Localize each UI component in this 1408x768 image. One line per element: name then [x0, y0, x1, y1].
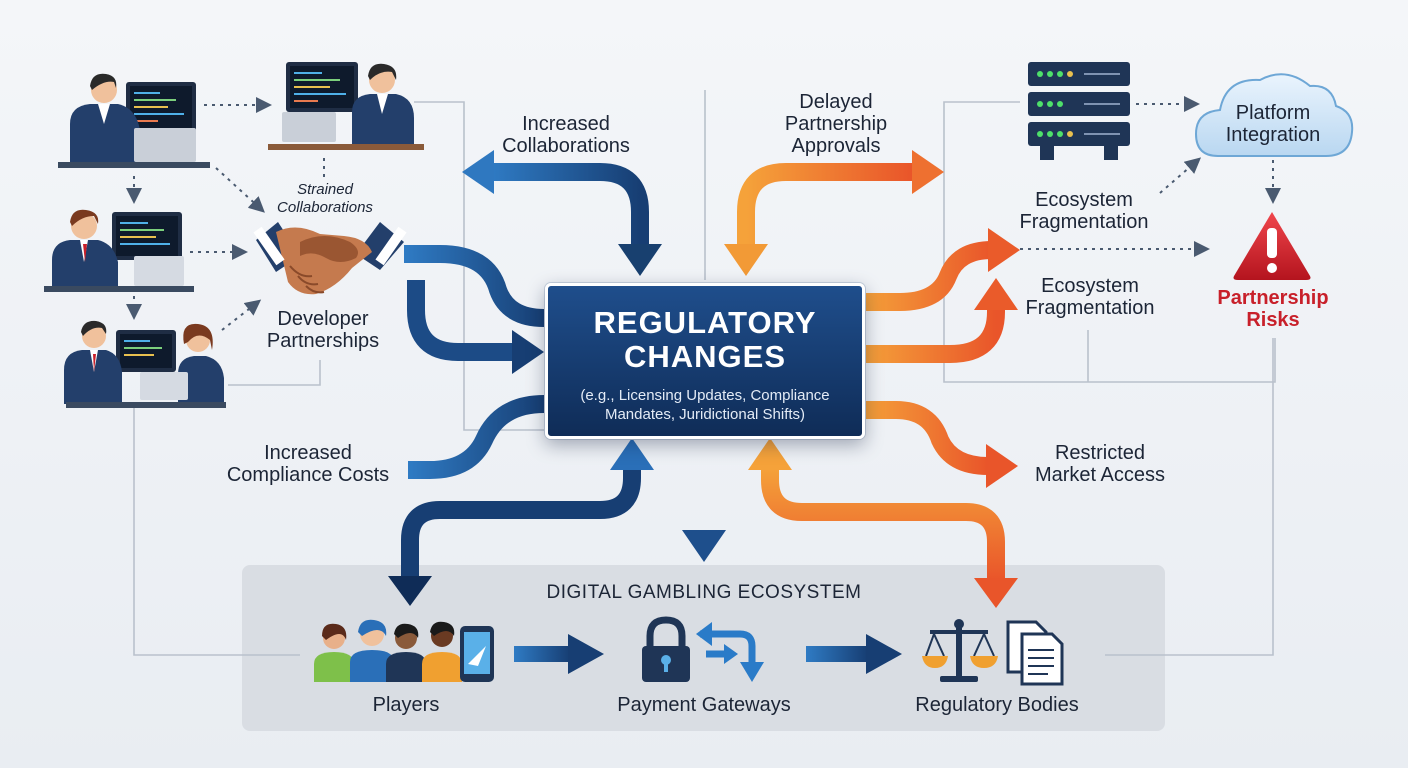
- center-subtitle-line1: (e.g., Licensing Updates, Compliance: [580, 387, 830, 404]
- flow-arrows-blue: [388, 150, 726, 606]
- people-group-icon: [314, 619, 462, 682]
- warning-triangle-icon: [1233, 212, 1311, 280]
- exchange-arrows-icon: [696, 622, 764, 682]
- flow-arrows-orange: [724, 150, 1020, 608]
- documents-icon: [1006, 620, 1064, 686]
- padlock-icon: [642, 616, 690, 682]
- label-players: Players: [372, 694, 440, 716]
- center-title-line1: REGULATORY: [593, 305, 817, 340]
- scales-icon: [922, 619, 998, 682]
- dotted-arrows-right: [1020, 96, 1281, 257]
- connector-lines: [133, 90, 1276, 656]
- flow-arrows-ecosystem: [514, 634, 902, 674]
- developer-desk-icon: [44, 209, 194, 292]
- center-subtitle-line2: Mandates, Juridictional Shifts): [604, 406, 806, 423]
- server-rack-icon: [1028, 62, 1130, 160]
- developer-desk-icon: [64, 320, 226, 408]
- center-title-line2: CHANGES: [623, 339, 786, 374]
- label-regulatory-bodies: Regulatory Bodies: [915, 694, 1079, 716]
- ecosystem-title: DIGITAL GAMBLING ECOSYSTEM: [546, 582, 862, 603]
- developer-desk-icon: [58, 73, 210, 168]
- regulatory-changes-box: REGULATORY CHANGES (e.g., Licensing Upda…: [545, 283, 865, 439]
- developer-desk-icon: [268, 62, 424, 150]
- cloud-icon: [1194, 73, 1354, 157]
- smartphone-icon: [460, 626, 494, 682]
- handshake-icon: [253, 222, 407, 295]
- label-payment-gateways: Payment Gateways: [617, 694, 791, 716]
- dotted-arrows-left: [126, 97, 325, 331]
